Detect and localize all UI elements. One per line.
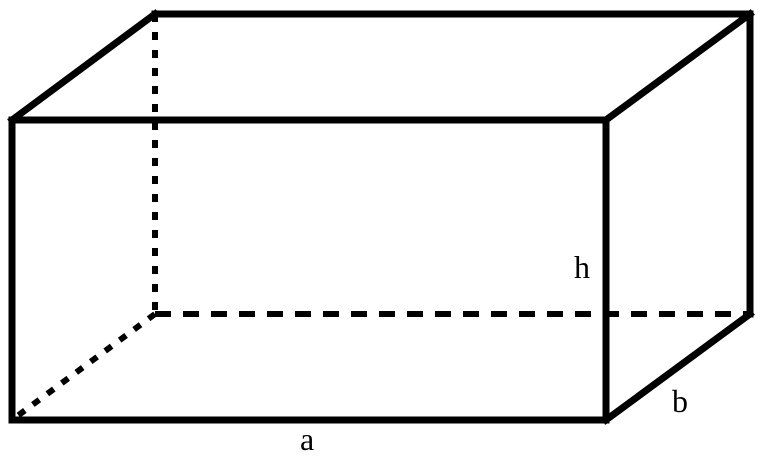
top-left-depth-edge	[7, 9, 160, 125]
length-label: a	[300, 421, 314, 456]
top-right-depth-edge	[601, 9, 755, 125]
width-label: b	[672, 383, 688, 419]
hidden-depth-edge	[10, 311, 157, 423]
front-face	[8, 116, 610, 424]
bottom-right-depth-edge	[601, 309, 755, 425]
height-label: h	[574, 249, 590, 285]
